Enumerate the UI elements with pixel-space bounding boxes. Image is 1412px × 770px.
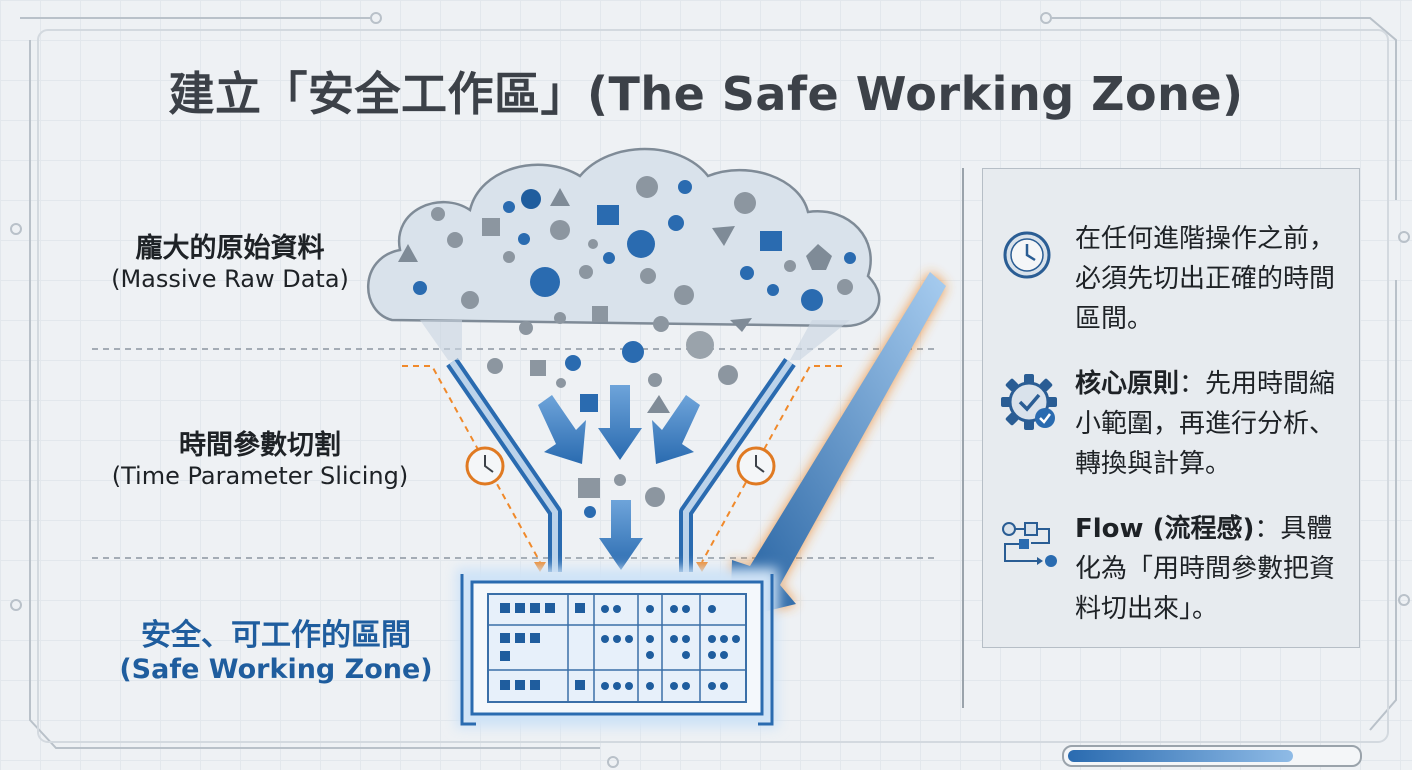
panel-item-3-bold: Flow (流程感) <box>1075 514 1255 544</box>
label-raw-data: 龐大的原始資料 (Massive Raw Data) <box>78 226 382 293</box>
label-raw-data-en: (Massive Raw Data) <box>111 265 349 293</box>
flow-icon <box>1002 522 1057 567</box>
label-safe-zone-zh: 安全、可工作的區間 <box>141 618 411 653</box>
label-raw-data-zh: 龐大的原始資料 <box>135 233 325 264</box>
slice-connectors <box>402 365 842 563</box>
gear-check-icon <box>1001 374 1057 430</box>
label-slicing-zh: 時間參數切割 <box>179 430 341 461</box>
label-slicing: 時間參數切割 (Time Parameter Slicing) <box>78 423 442 490</box>
vertical-divider <box>962 168 964 708</box>
down-arrows <box>538 385 700 570</box>
label-safe-zone: 安全、可工作的區間 (Safe Working Zone) <box>90 610 462 685</box>
panel-item-3-body: ：具體化為「用時間參數把資料切出來」。 <box>1075 514 1336 624</box>
progress-bar <box>1062 745 1362 767</box>
panel-item-1-body: 在任何進階操作之前，必須先切出正確的時間區間。 <box>1075 224 1336 334</box>
safe-zone-grid <box>456 568 778 728</box>
panel-item-2-body: ：先用時間縮小範圍，再進行分析、轉換與計算。 <box>1075 369 1336 479</box>
clock-icon <box>1003 231 1051 279</box>
principles-panel: 在任何進階操作之前，必須先切出正確的時間區間。 核心原則：先用時間縮小範圍，再進… <box>982 168 1360 648</box>
label-safe-zone-en: (Safe Working Zone) <box>119 654 433 685</box>
label-slicing-en: (Time Parameter Slicing) <box>111 462 409 490</box>
raw-data-cloud <box>367 147 881 328</box>
panel-item-3-text: Flow (流程感)：具體化為「用時間參數把資料切出來」。 <box>1075 509 1345 629</box>
big-arrow <box>730 272 946 620</box>
data-particles <box>398 176 856 518</box>
panel-item-1-text: 在任何進階操作之前，必須先切出正確的時間區間。 <box>1075 219 1345 339</box>
panel-item-2-text: 核心原則：先用時間縮小範圍，再進行分析、轉換與計算。 <box>1075 364 1345 484</box>
panel-item-2-bold: 核心原則 <box>1075 369 1180 399</box>
page-title: 建立「安全工作區」(The Safe Working Zone) <box>168 67 1244 121</box>
clock-icon-left <box>465 446 505 486</box>
progress-fill <box>1068 750 1293 762</box>
clock-icon-right <box>736 446 776 486</box>
